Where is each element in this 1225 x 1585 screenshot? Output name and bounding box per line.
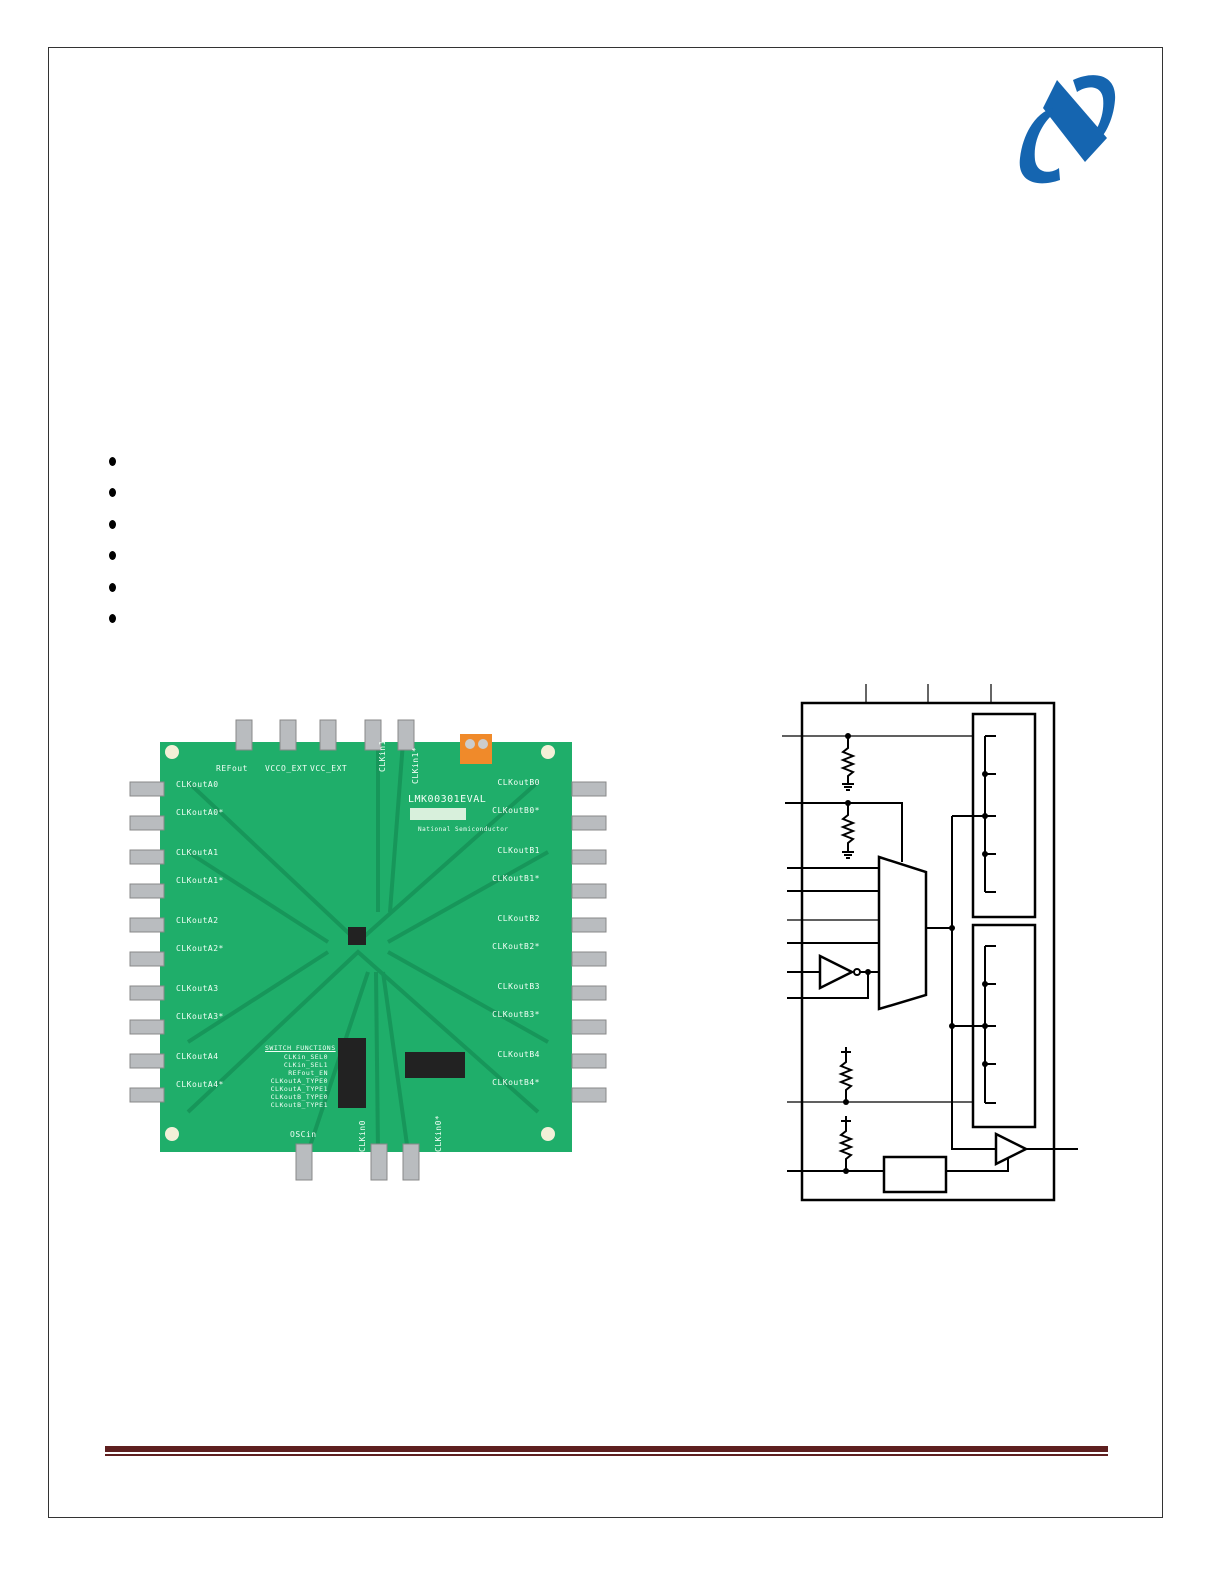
output-label: CLKoutB4* [492,1078,540,1087]
bullet-1 [109,457,116,466]
output-label: CLKoutA3* [176,1012,224,1021]
sma-connector [129,849,165,865]
output-label: CLKoutB2* [492,942,540,951]
page-border [48,47,1163,1518]
output-label: CLKoutA0* [176,808,224,817]
switch-function-label: CLKoutA_TYPE1 [270,1085,328,1093]
bullet-3 [109,520,116,529]
connector-label: REFout [216,764,248,773]
sma-connector [129,883,165,899]
switch-title: SWITCH FUNCTIONS [265,1044,336,1052]
sma-connector [571,951,607,967]
sma-connector [571,815,607,831]
board-logo-text: National Semiconductor [418,826,509,833]
connector-label: CLKin0* [434,1114,443,1152]
output-label: CLKoutA4 [176,1052,219,1061]
output-label: CLKoutB3* [492,1010,540,1019]
switch-function-label: REFout_EN [288,1069,328,1077]
sma-connector [129,1019,165,1035]
national-semiconductor-logo [1019,75,1116,184]
output-label: CLKoutB4 [497,1050,540,1059]
sma-connector [571,917,607,933]
bullet-5 [109,583,116,592]
pcb-graphic [129,719,607,1181]
board-name: LMK00301EVAL [408,794,487,805]
sma-connector [571,781,607,797]
switch-function-label: CLKin_SEL1 [283,1061,328,1069]
evaluation-board-photo: LMK00301EVAL REFout VCCO_EXT VCC_EXT CLK… [128,712,608,1192]
output-label: CLKoutA0 [176,780,219,789]
switch-function-label: CLKoutB_TYPE1 [270,1101,328,1109]
connector-label: CLKin1 [378,740,387,772]
output-label: CLKoutB1 [497,846,540,855]
footer-rule [105,1446,1108,1452]
sma-connector [129,985,165,1001]
sma-connector [129,1053,165,1069]
sma-connector [571,1019,607,1035]
sma-connector [129,815,165,831]
sma-connector [571,985,607,1001]
output-label: CLKoutA1* [176,876,224,885]
output-label: CLKoutB3 [497,982,540,991]
output-label: CLKoutB2 [497,914,540,923]
output-label: CLKoutA2* [176,944,224,953]
sma-connector [129,917,165,933]
output-label: CLKoutA1 [176,848,219,857]
switch-function-label: CLKin_SEL0 [283,1053,328,1061]
connector-label: VCC_EXT [310,764,348,773]
output-label: CLKoutA2 [176,916,219,925]
sma-connector [571,1053,607,1069]
sma-connector [129,951,165,967]
output-label: CLKoutA3 [176,984,219,993]
connector-label: OSCin [290,1130,317,1139]
sma-connector [571,883,607,899]
connector-label: CLKin1* [411,746,420,784]
output-label: CLKoutB0 [497,778,540,787]
connector-label: CLKin0 [358,1120,367,1152]
bullet-6 [109,614,116,623]
switch-function-label: CLKoutB_TYPE0 [270,1093,328,1101]
sma-connector [129,781,165,797]
footer-rule-thin [105,1454,1108,1456]
sma-connector [571,849,607,865]
sma-connector [129,1087,165,1103]
bullet-2 [109,488,116,497]
output-label: CLKoutB0* [492,806,540,815]
output-label: CLKoutA4* [176,1080,224,1089]
output-label: CLKoutB1* [492,874,540,883]
connector-label: VCCO_EXT [265,764,308,773]
bullet-4 [109,551,116,560]
sma-connector [571,1087,607,1103]
switch-function-label: CLKoutA_TYPE0 [270,1077,328,1085]
